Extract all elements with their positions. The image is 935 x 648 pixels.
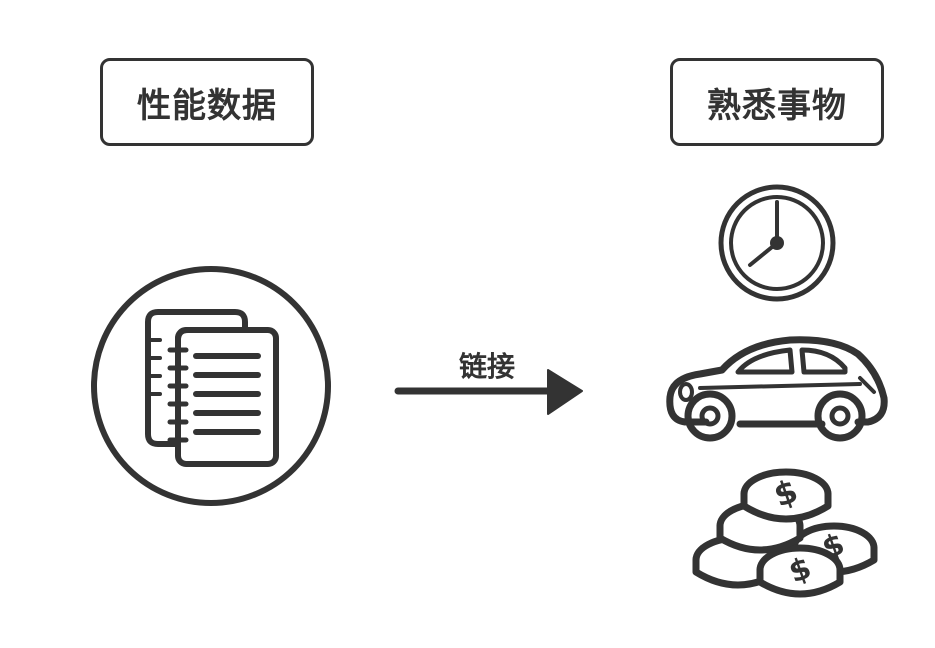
link-arrow-icon bbox=[394, 369, 583, 415]
documents-icon bbox=[91, 266, 331, 506]
car-icon bbox=[666, 336, 888, 442]
coins-icon: $ $ $ bbox=[692, 468, 878, 598]
familiar-things-text: 熟悉事物 bbox=[707, 85, 847, 126]
clock-icon bbox=[718, 184, 836, 302]
familiar-things-label: 熟悉事物 bbox=[670, 58, 884, 146]
link-label: 链接 bbox=[458, 350, 515, 383]
performance-data-label: 性能数据 bbox=[100, 58, 314, 146]
performance-data-text: 性能数据 bbox=[137, 85, 277, 126]
